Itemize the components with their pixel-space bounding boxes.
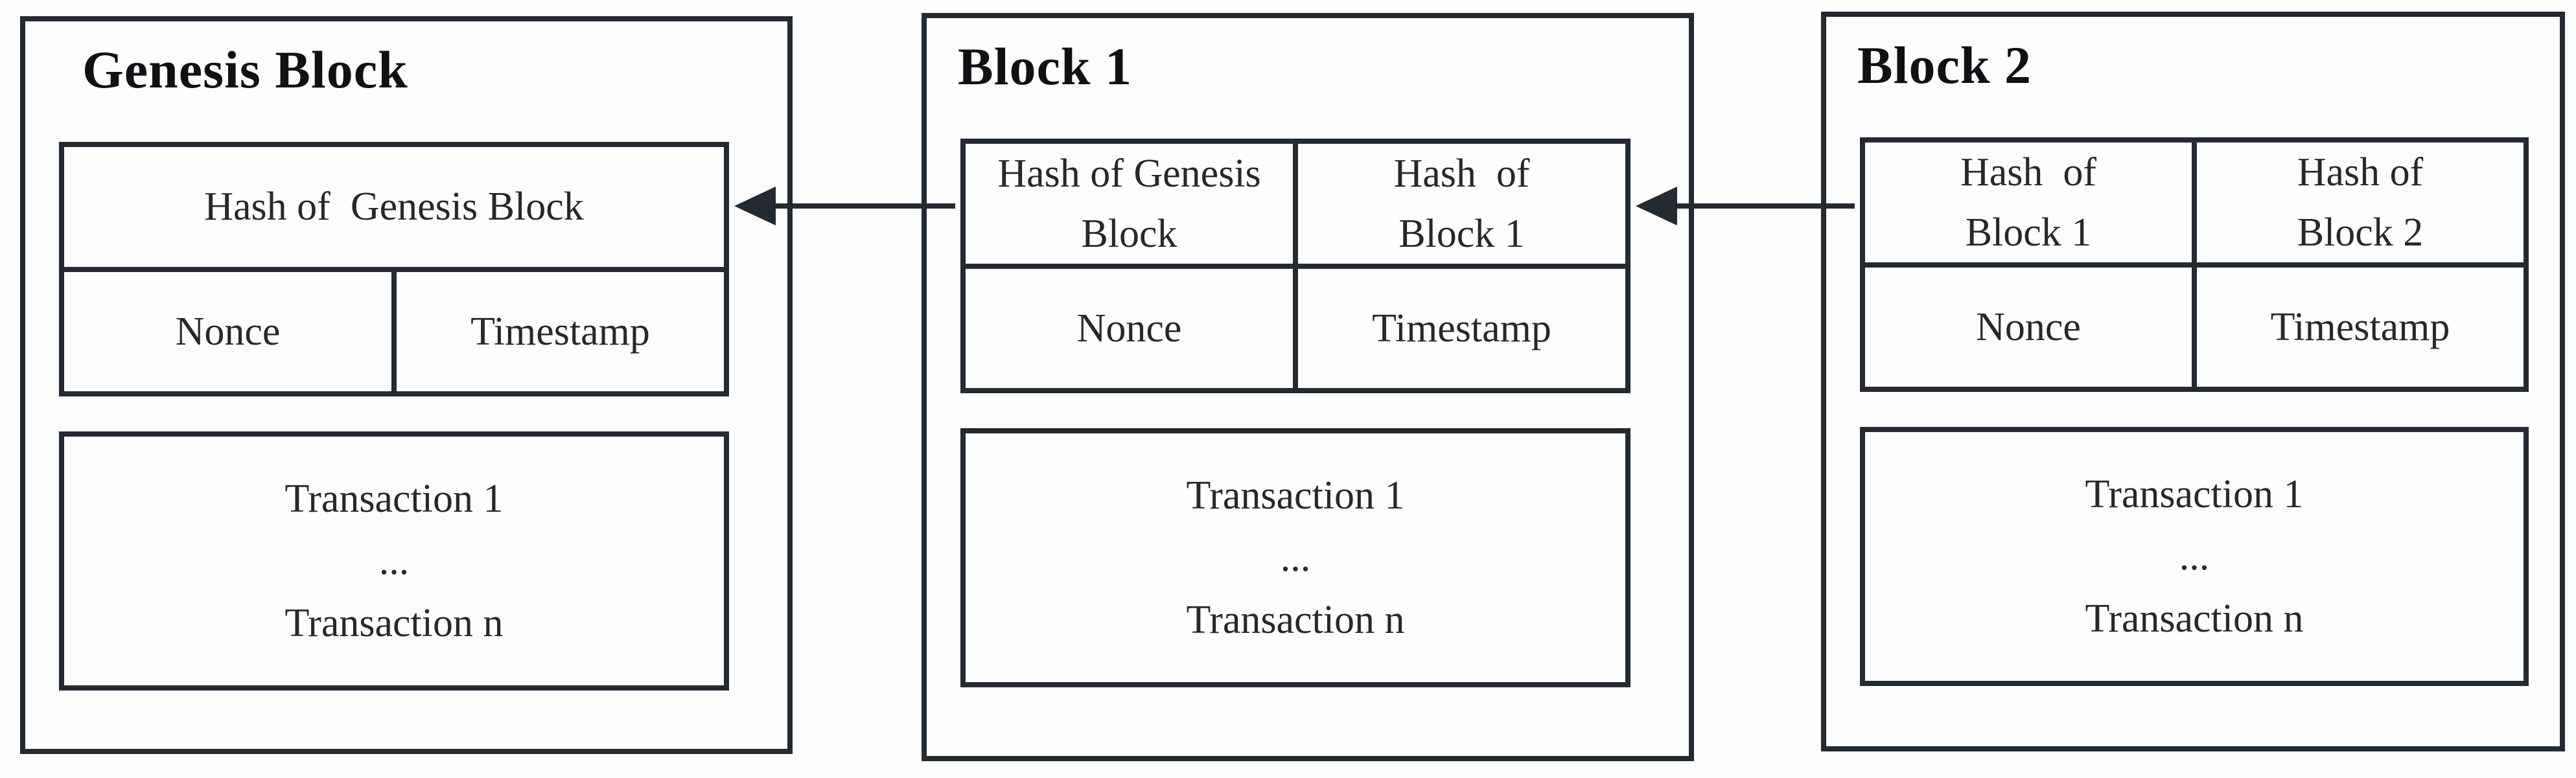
nonce-cell: Nonce bbox=[175, 309, 281, 354]
transactions-box: Transaction 1 ... Transaction n bbox=[1860, 427, 2529, 686]
block-header-table: Hash of Genesis Block Hash of Block 1 No… bbox=[960, 139, 1630, 393]
block-title: Genesis Block bbox=[82, 40, 408, 99]
block-1: Block 1 Hash of Genesis Block Hash of Bl… bbox=[922, 13, 1694, 761]
block-title: Block 1 bbox=[958, 37, 1132, 96]
arrow-head-left-icon bbox=[1636, 187, 1677, 225]
nonce-timestamp-row: Nonce Timestamp bbox=[966, 264, 1625, 388]
arrow-line bbox=[1667, 203, 1855, 209]
nonce-cell: Nonce bbox=[1976, 304, 2081, 349]
nonce-cell: Nonce bbox=[1076, 306, 1182, 350]
timestamp-cell: Timestamp bbox=[2192, 268, 2524, 387]
transactions-box: Transaction 1 ... Transaction n bbox=[59, 431, 729, 691]
arrow-block1-to-genesis bbox=[734, 187, 955, 225]
hash-cell: Hash of Genesis Block bbox=[204, 185, 584, 229]
block-header-table: Hash of Block 1 Hash of Block 2 Nonce Ti… bbox=[1860, 137, 2529, 392]
timestamp-cell: Timestamp bbox=[391, 272, 724, 391]
prev-hash-cell: Hash of Block 1 bbox=[1960, 150, 2097, 255]
genesis-block: Genesis Block Hash of Genesis Block Nonc… bbox=[20, 16, 793, 754]
hash-row: Hash of Block 1 Hash of Block 2 bbox=[1865, 143, 2524, 262]
hash-row: Hash of Genesis Block bbox=[64, 147, 724, 267]
own-hash-cell: Hash of Block 1 bbox=[1293, 144, 1625, 264]
block-2: Block 2 Hash of Block 1 Hash of Block 2 … bbox=[1821, 12, 2565, 751]
timestamp-cell: Timestamp bbox=[1293, 269, 1625, 388]
nonce-timestamp-row: Nonce Timestamp bbox=[64, 267, 724, 391]
nonce-timestamp-row: Nonce Timestamp bbox=[1865, 262, 2524, 387]
prev-hash-cell: Hash of Genesis Block bbox=[997, 151, 1261, 256]
arrow-line bbox=[765, 203, 955, 209]
arrow-head-left-icon bbox=[734, 187, 776, 225]
own-hash-cell: Hash of Block 2 bbox=[2192, 143, 2524, 262]
hash-row: Hash of Genesis Block Hash of Block 1 bbox=[966, 144, 1625, 264]
transactions-box: Transaction 1 ... Transaction n bbox=[960, 428, 1630, 687]
arrow-block2-to-block1 bbox=[1636, 187, 1855, 225]
block-title: Block 2 bbox=[1857, 36, 2032, 95]
block-header-table: Hash of Genesis Block Nonce Timestamp bbox=[59, 142, 729, 396]
